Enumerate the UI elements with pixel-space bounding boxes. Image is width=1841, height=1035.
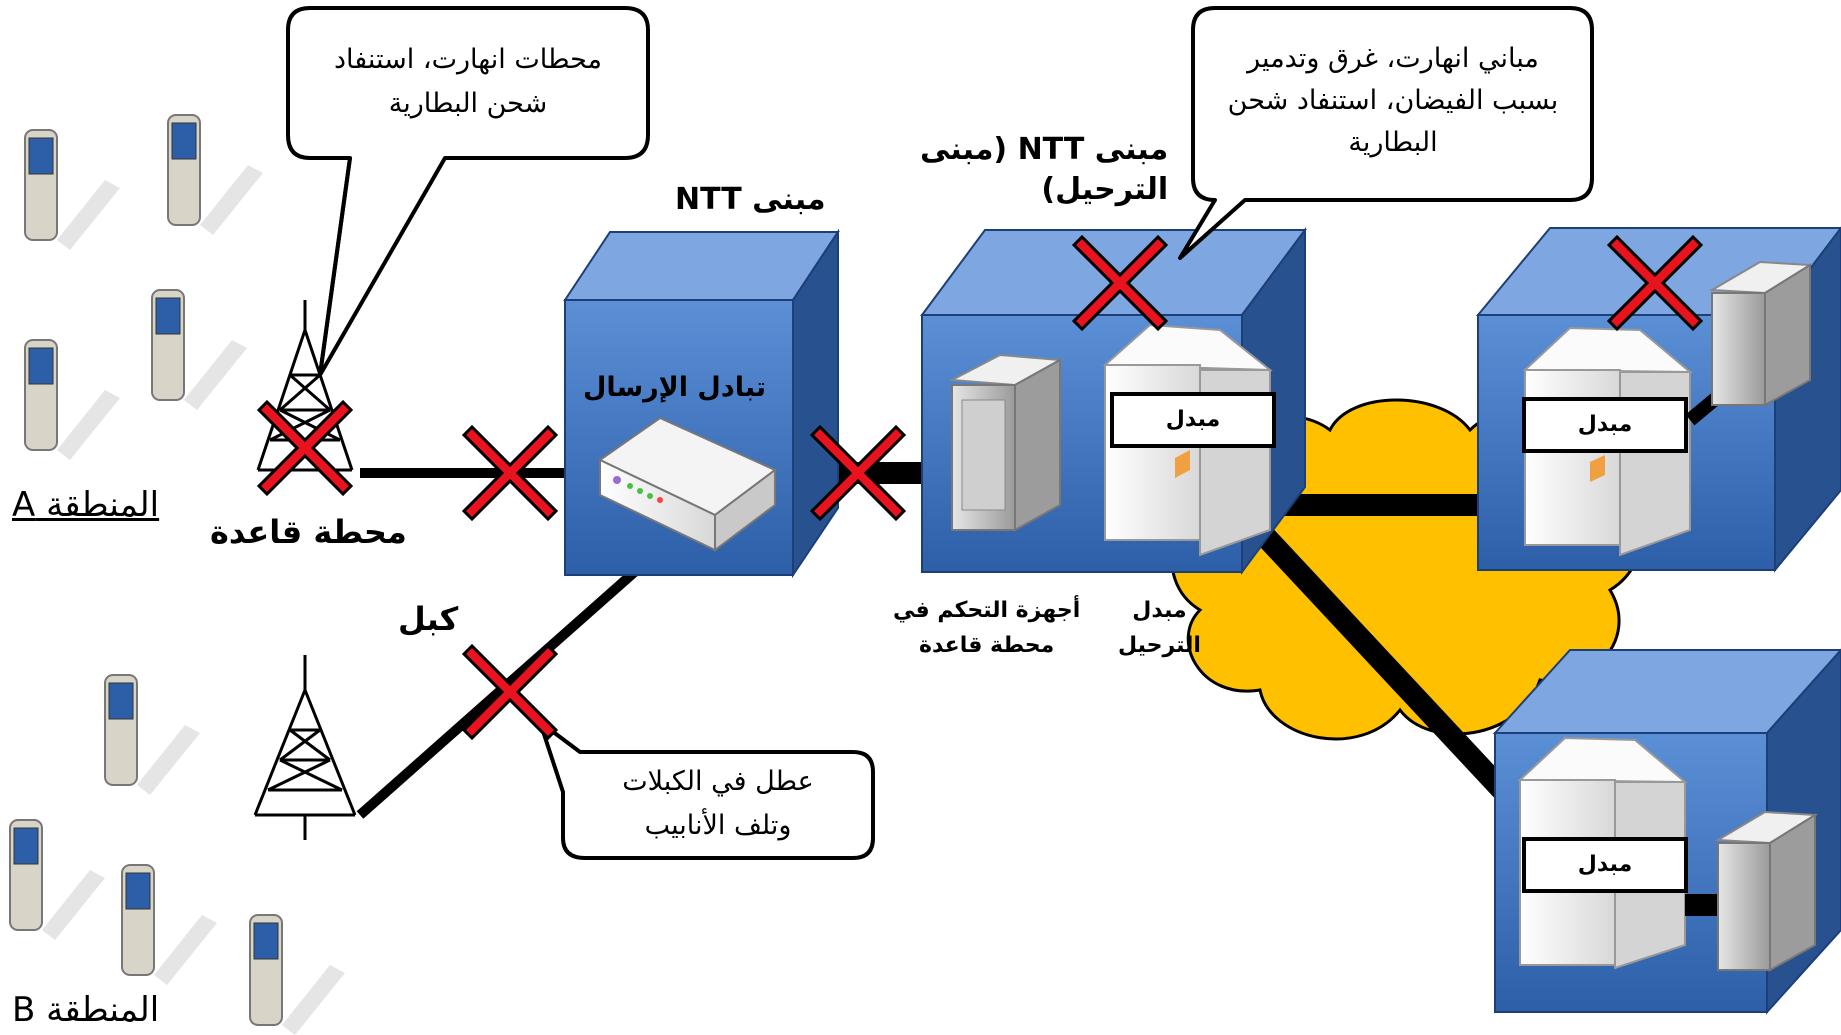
callout-line: بسبب الفيضان، استنفاد شحن xyxy=(1227,85,1559,116)
callout-line: مباني انهارت، غرق وتدمير xyxy=(1247,43,1539,74)
failure-x-icon xyxy=(461,424,559,522)
right-switch-tag: مبدل xyxy=(1522,397,1688,453)
relay-switch-label: مبدل الترحيل xyxy=(1118,593,1201,663)
region-a-label: المنطقة A xyxy=(12,485,160,525)
callout-line: شحن البطارية xyxy=(388,88,548,119)
region-b-label: المنطقة B xyxy=(12,990,160,1030)
callout-text-base-stations: محطات انهارت، استنفاد شحن البطارية xyxy=(290,38,646,126)
callout-text-buildings: مباني انهارت، غرق وتدمير بسبب الفيضان، ا… xyxy=(1196,38,1590,164)
tower-icon-b xyxy=(253,655,357,840)
callout-bubble-cables xyxy=(538,720,875,860)
ntt-building-cube xyxy=(563,228,840,579)
failure-x-icon xyxy=(1606,234,1704,332)
ntt-building-label: مبنى NTT xyxy=(675,182,826,217)
bs-controller-line: محطة قاعدة xyxy=(918,633,1055,658)
callout-bubble-buildings xyxy=(1178,6,1594,260)
failure-x-icon xyxy=(1071,234,1169,332)
base-station-label: محطة قاعدة xyxy=(210,513,407,551)
relay-switch-line: مبدل xyxy=(1132,598,1187,623)
relay-switch-tag: مبدل xyxy=(1110,392,1276,448)
callout-line: عطل في الكبلات xyxy=(622,766,814,797)
bottom-switch-tag: مبدل xyxy=(1522,837,1688,893)
ntt-relay-building-line: الترحيل) xyxy=(1041,172,1169,207)
cable-label: كبل xyxy=(398,600,459,638)
callout-bubble-base-stations xyxy=(286,6,650,377)
callout-text-cables: عطل في الكبلات وتلف الأنابيب xyxy=(565,760,871,848)
bs-controller-label: أجهزة التحكم في محطة قاعدة xyxy=(893,593,1080,663)
relay-switch-line: الترحيل xyxy=(1118,633,1201,658)
transmission-exchange-device xyxy=(598,416,777,552)
failure-x-icon xyxy=(256,399,354,497)
callout-line: البطارية xyxy=(1348,127,1438,158)
bs-controller-line: أجهزة التحكم في xyxy=(893,598,1081,623)
failure-x-marks xyxy=(256,234,1704,741)
callout-line: محطات انهارت، استنفاد xyxy=(333,44,603,75)
transmission-exchange-label: تبادل الإرسال xyxy=(583,372,767,403)
callout-line: وتلف الأنابيب xyxy=(644,810,792,841)
bs-controller-server xyxy=(948,353,1064,532)
trunk-relay-to-bottom xyxy=(1241,512,1539,828)
failure-x-icon xyxy=(461,643,559,741)
bottom-server xyxy=(1714,810,1819,972)
ntt-relay-building-label: مبنى NTT (مبنى الترحيل) xyxy=(920,130,1168,210)
ntt-relay-building-line: مبنى NTT (مبنى xyxy=(920,132,1169,167)
failure-x-icon xyxy=(809,424,907,522)
phones-region-b xyxy=(9,674,345,1035)
right-server xyxy=(1708,260,1814,407)
phones-region-a xyxy=(24,114,263,460)
